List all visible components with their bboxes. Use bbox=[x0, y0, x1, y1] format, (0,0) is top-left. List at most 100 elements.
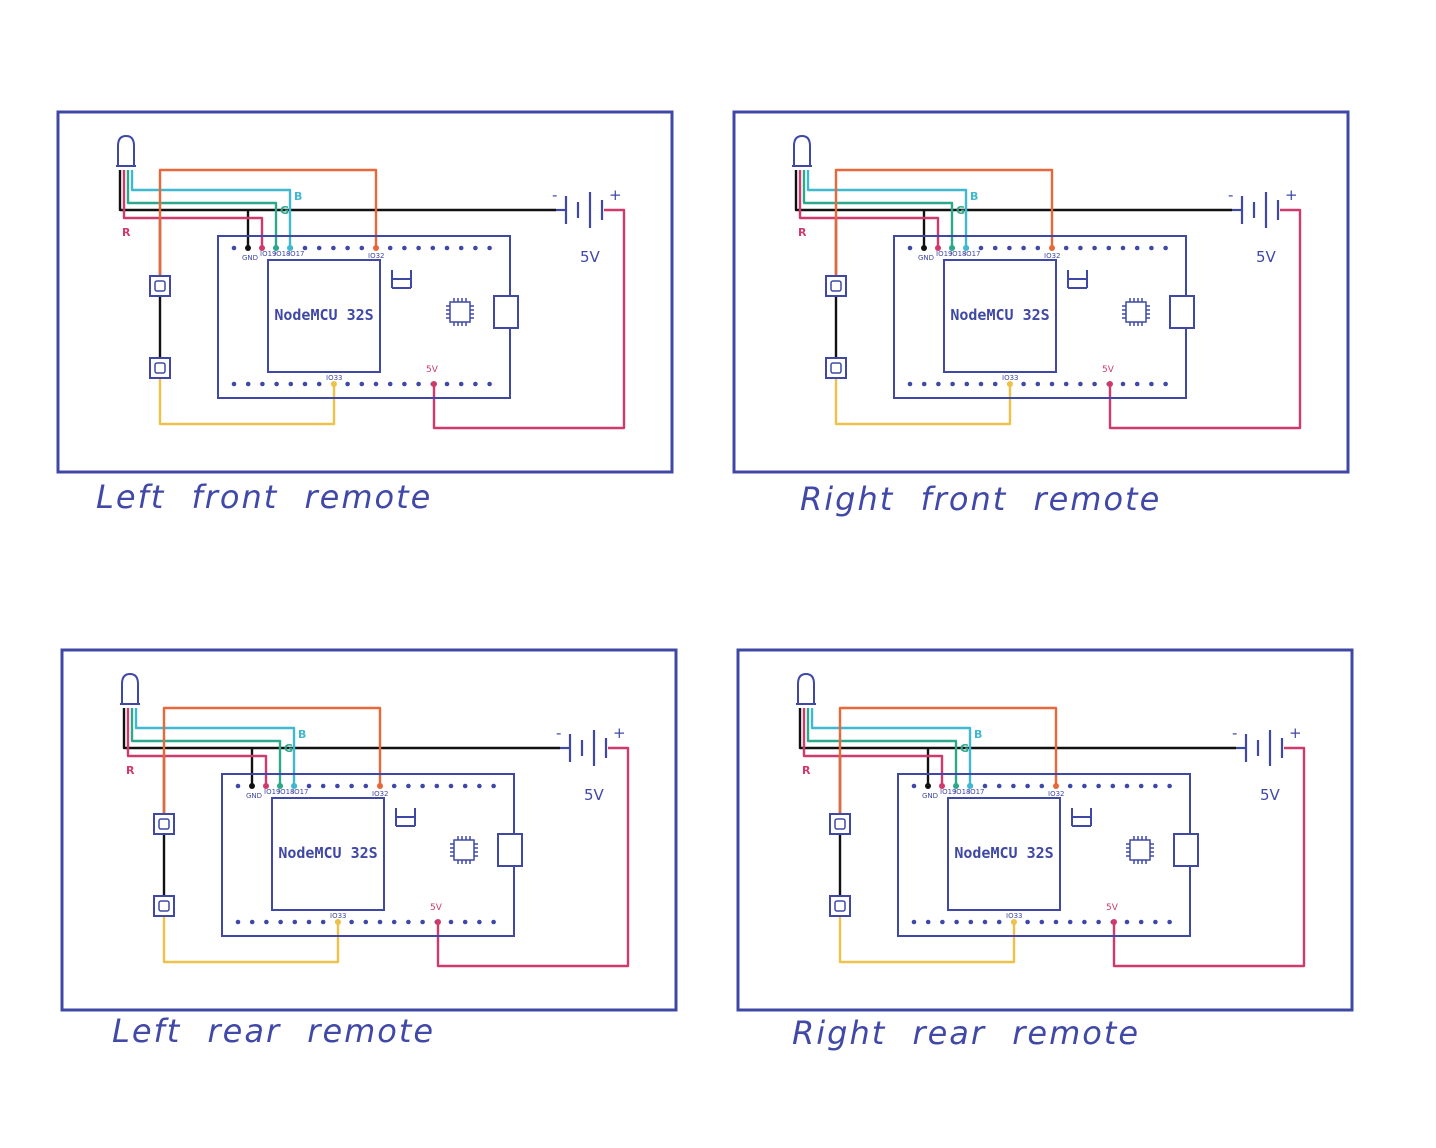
pin-dot-io17 bbox=[963, 245, 969, 251]
header-pin bbox=[416, 245, 421, 251]
wire-green bbox=[130, 708, 282, 786]
pin-label-io18: IO18 bbox=[278, 788, 294, 796]
pin-dot-io19 bbox=[259, 245, 265, 251]
pin-label-io17: IO17 bbox=[968, 788, 984, 796]
wire-orange bbox=[162, 706, 382, 814]
header-pin bbox=[1167, 919, 1172, 925]
header-pin bbox=[1078, 381, 1083, 387]
chip-icon bbox=[450, 836, 478, 864]
pin-dot-io32 bbox=[1053, 783, 1059, 789]
panel-right-front: R G B NodeMCU 32S bbox=[732, 110, 1352, 476]
circuit-diagram: R G B NodeMCU 32S bbox=[56, 110, 674, 474]
pin-label-io19: IO19 bbox=[260, 250, 276, 258]
header-pin bbox=[1167, 783, 1172, 789]
wire-gnd bbox=[798, 708, 1236, 750]
wire-green bbox=[802, 170, 954, 248]
led-blue-label: B bbox=[970, 190, 978, 203]
header-pin bbox=[1078, 245, 1083, 251]
header-pin bbox=[911, 783, 917, 789]
panel-frame bbox=[736, 648, 1354, 1012]
header-pin bbox=[911, 919, 917, 925]
header-pin bbox=[1035, 381, 1041, 387]
panel-frame bbox=[732, 110, 1350, 474]
battery-minus-label: - bbox=[1228, 186, 1233, 204]
header-pin bbox=[978, 381, 984, 387]
panel-right-rear: R G B NodeMCU 32S bbox=[736, 648, 1356, 1014]
pin-label-io18: IO18 bbox=[950, 250, 966, 258]
header-pin bbox=[462, 919, 468, 925]
pin-row-bottom bbox=[231, 381, 492, 387]
push-button-2 bbox=[825, 357, 847, 379]
panel-left-rear: R G B NodeMCU 32S bbox=[60, 648, 680, 1014]
header-pin bbox=[491, 783, 496, 789]
header-pin bbox=[1092, 381, 1097, 387]
panel-frame bbox=[60, 648, 678, 1012]
pin-label-5v: 5V bbox=[426, 365, 439, 375]
header-pin bbox=[292, 919, 298, 925]
header-pin bbox=[249, 919, 255, 925]
header-pin bbox=[1011, 783, 1016, 789]
crystal-icon bbox=[391, 270, 412, 289]
battery-plus-label: + bbox=[613, 724, 626, 742]
header-pin bbox=[1021, 245, 1026, 251]
header-pin bbox=[260, 381, 265, 387]
pin-dot-io19 bbox=[263, 783, 269, 789]
pin-label-5v: 5V bbox=[1106, 903, 1119, 913]
led-blue-label: B bbox=[974, 728, 982, 741]
panel-caption: Right front remote bbox=[800, 480, 1162, 518]
header-pin bbox=[444, 381, 450, 387]
pin-label-5v: 5V bbox=[430, 903, 443, 913]
pin-dot-io18 bbox=[953, 783, 959, 789]
header-pin bbox=[964, 381, 970, 387]
wire-red bbox=[798, 170, 940, 248]
circuit-diagram: R G B NodeMCU 32S bbox=[60, 648, 678, 1012]
pin-dot-io32 bbox=[377, 783, 383, 789]
pin-row-bottom bbox=[235, 919, 496, 925]
wire-5v bbox=[432, 208, 626, 430]
header-pin bbox=[235, 783, 241, 789]
header-pin bbox=[316, 245, 322, 251]
header-pin bbox=[349, 919, 354, 925]
usb-port-icon bbox=[1169, 295, 1195, 329]
header-pin bbox=[1049, 381, 1055, 387]
header-pin bbox=[345, 381, 350, 387]
wire-blue bbox=[134, 708, 296, 786]
header-pin bbox=[444, 245, 450, 251]
pin-dot-5v bbox=[435, 919, 441, 925]
header-pin bbox=[1163, 381, 1168, 387]
pin-dot-io19 bbox=[939, 783, 945, 789]
header-pin bbox=[373, 381, 379, 387]
pin-dot-5v bbox=[1107, 381, 1113, 387]
header-pin bbox=[907, 245, 913, 251]
wire-orange bbox=[158, 168, 378, 276]
led-red-label: R bbox=[122, 226, 131, 239]
circuit-diagram: R G B NodeMCU 32S bbox=[732, 110, 1350, 474]
nodemcu-board: NodeMCU 32S bbox=[221, 773, 523, 937]
nodemcu-board: NodeMCU 32S bbox=[893, 235, 1195, 399]
pin-label-io18: IO18 bbox=[954, 788, 970, 796]
pin-dot-5v bbox=[1111, 919, 1117, 925]
wire-red bbox=[126, 708, 268, 786]
header-pin bbox=[235, 919, 241, 925]
header-pin bbox=[978, 245, 984, 251]
header-pin bbox=[406, 783, 411, 789]
header-pin bbox=[1035, 245, 1041, 251]
header-pin bbox=[954, 919, 959, 925]
header-pin bbox=[387, 381, 393, 387]
led-green-label: G bbox=[956, 204, 965, 217]
wire-yellow bbox=[834, 378, 1012, 426]
header-pin bbox=[331, 245, 336, 251]
chip-icon bbox=[1126, 836, 1154, 864]
header-pin bbox=[1007, 245, 1012, 251]
board-label: NodeMCU 32S bbox=[274, 306, 373, 324]
header-pin bbox=[231, 245, 237, 251]
pin-label-io32: IO32 bbox=[1048, 790, 1064, 798]
pin-label-io33: IO33 bbox=[1006, 912, 1022, 920]
header-pin bbox=[1082, 783, 1087, 789]
header-pin bbox=[302, 245, 308, 251]
pin-label-io17: IO17 bbox=[288, 250, 304, 258]
header-pin bbox=[306, 919, 312, 925]
header-pin bbox=[302, 381, 308, 387]
board-label: NodeMCU 32S bbox=[278, 844, 377, 862]
header-pin bbox=[1053, 919, 1059, 925]
